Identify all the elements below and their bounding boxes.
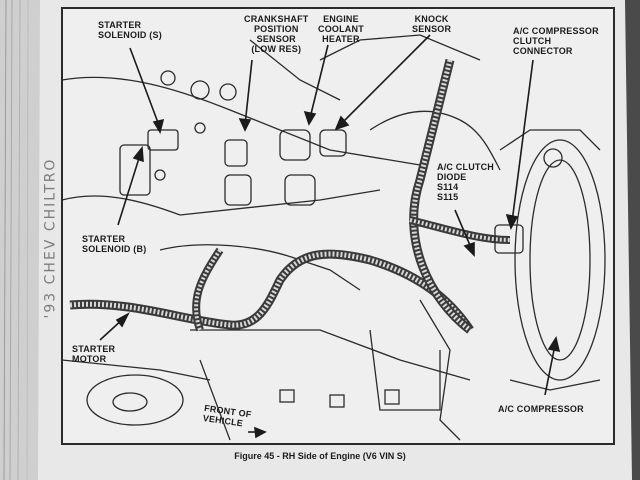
label-line: SENSOR [412, 24, 452, 34]
label-line: S114 [437, 182, 459, 192]
label-ac-compressor-clutch-connector: A/C COMPRESSOR CLUTCH CONNECTOR [513, 26, 599, 56]
label-line: POSITION [253, 24, 299, 34]
label-line: SOLENOID (B) [82, 244, 147, 254]
label-line: S115 [437, 192, 459, 202]
label-starter-motor: STARTER MOTOR [72, 344, 115, 364]
label-line: COOLANT [318, 24, 364, 34]
label-starter-solenoid-s: STARTER SOLENOID (S) [98, 20, 162, 40]
label-line: (LOW RES) [251, 44, 302, 54]
label-line: STARTER [98, 20, 142, 30]
label-line: CRANKSHAFT [244, 14, 309, 24]
label-line: CLUTCH [513, 36, 552, 46]
label-line: SENSOR [256, 34, 296, 44]
label-ac-clutch-diode: A/C CLUTCH DIODE S114 S115 [437, 162, 494, 202]
label-line: DIODE [437, 172, 467, 182]
label-line: STARTER [72, 344, 116, 354]
label-engine-coolant-heater: ENGINE COOLANT HEATER [318, 14, 364, 44]
side-handwriting: '93 CHEV CHILTRO [42, 157, 59, 319]
label-line: A/C COMPRESSOR [513, 26, 599, 36]
figure-caption: Figure 45 - RH Side of Engine (V6 VIN S) [234, 451, 406, 461]
label-ac-compressor: A/C COMPRESSOR [498, 404, 584, 414]
label-crankshaft-sensor: CRANKSHAFT POSITION SENSOR (LOW RES) [244, 14, 309, 54]
label-line: SOLENOID (S) [98, 30, 162, 40]
label-line: A/C CLUTCH [437, 162, 494, 172]
label-line: HEATER [322, 34, 360, 44]
label-line: CONNECTOR [513, 46, 573, 56]
label-line: MOTOR [72, 354, 107, 364]
label-line: STARTER [82, 234, 126, 244]
label-starter-solenoid-b: STARTER SOLENOID (B) [82, 234, 146, 254]
label-knock-sensor: KNOCK SENSOR [412, 14, 451, 34]
label-line: ENGINE [323, 14, 359, 24]
label-line: KNOCK [414, 14, 449, 24]
